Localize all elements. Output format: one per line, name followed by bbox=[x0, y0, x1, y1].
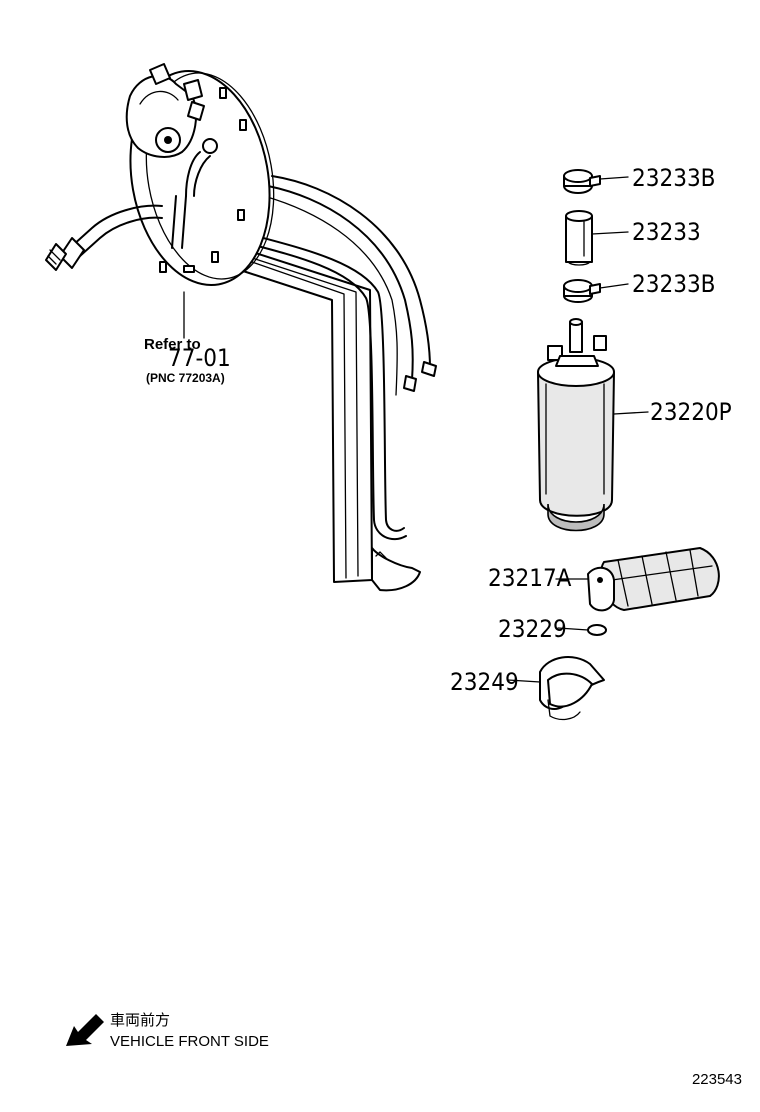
part-label-23233B-upper: 23233B bbox=[632, 164, 715, 192]
part-label-23233: 23233 bbox=[632, 218, 701, 246]
leader-23249 bbox=[507, 679, 541, 683]
pump-cushion bbox=[539, 656, 605, 721]
front-direction-arrow-icon bbox=[66, 1014, 104, 1046]
vehicle-front-label-en: VEHICLE FRONT SIDE bbox=[110, 1033, 269, 1050]
vehicle-front-label-jp: 車両前方 bbox=[110, 1012, 170, 1029]
vehicle-front-indicator bbox=[66, 1014, 104, 1046]
leader-23233 bbox=[591, 231, 629, 235]
part-label-23220P: 23220P bbox=[650, 398, 732, 426]
pump-bracket bbox=[239, 235, 421, 592]
pump-bracket-assembly bbox=[45, 63, 437, 592]
leader-23233B-lower bbox=[599, 283, 629, 289]
wiring-harness bbox=[263, 175, 437, 396]
part-label-23217A: 23217A bbox=[488, 564, 572, 592]
part-label-23229: 23229 bbox=[498, 615, 567, 643]
hose-clamp-lower bbox=[563, 279, 601, 303]
fuel-pump-filter bbox=[587, 547, 720, 612]
gauge-plate bbox=[125, 63, 275, 287]
reference-note-line1: Refer to bbox=[144, 336, 201, 353]
illustration-number: 223543 bbox=[692, 1071, 742, 1088]
leader-23233B-upper bbox=[599, 176, 629, 180]
fuel-hose bbox=[565, 210, 593, 266]
reference-note-line3: (PNC 77203A) bbox=[146, 371, 225, 385]
hose-clamp-upper bbox=[563, 169, 601, 194]
part-label-23233B-lower: 23233B bbox=[632, 270, 715, 298]
leader-23220P bbox=[613, 411, 649, 415]
fuel-pump bbox=[537, 318, 615, 532]
part-label-23249: 23249 bbox=[450, 668, 519, 696]
leader-23229 bbox=[557, 627, 589, 631]
reference-note-line2: 77-01 bbox=[168, 344, 231, 372]
outlet-pipe bbox=[45, 204, 163, 271]
clip-ring bbox=[587, 624, 607, 636]
